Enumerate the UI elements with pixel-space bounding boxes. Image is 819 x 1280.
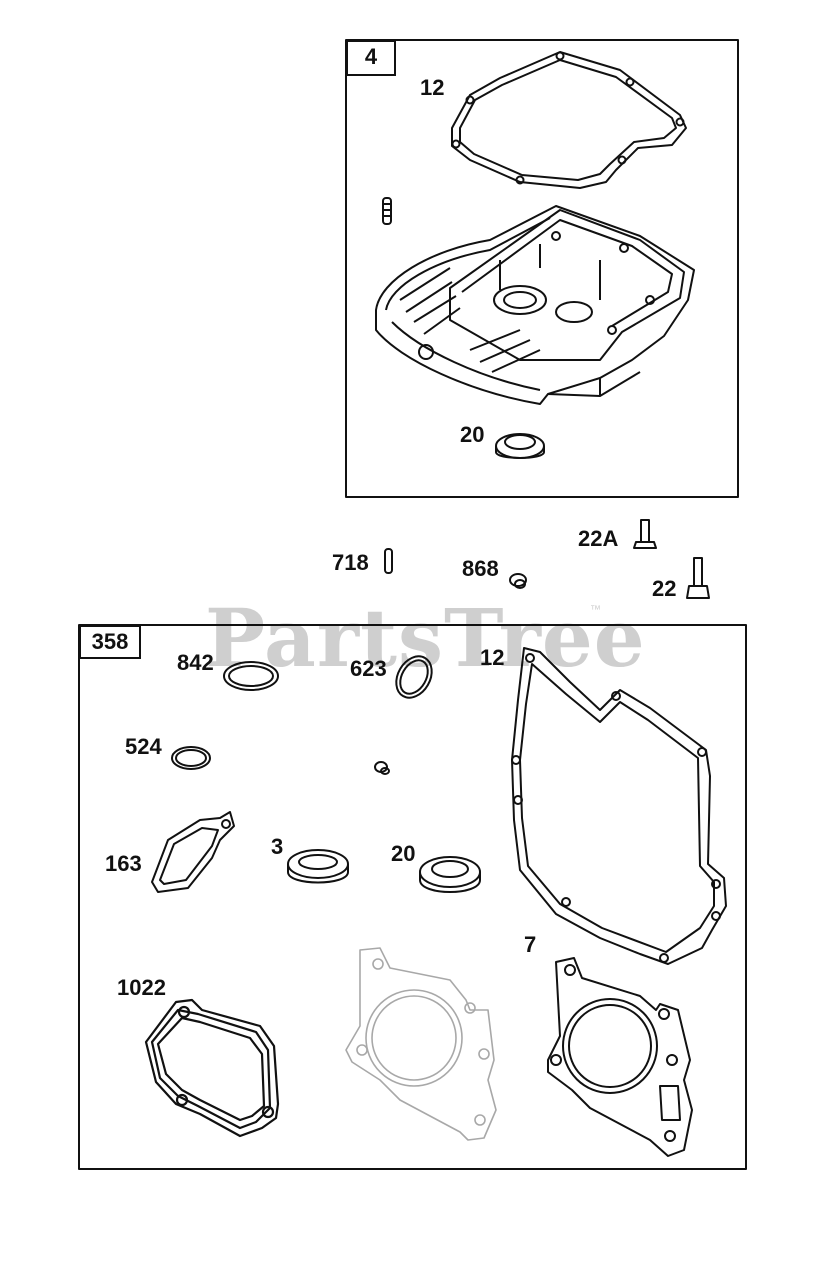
bolt-22A-art xyxy=(633,519,657,549)
plug-868-art xyxy=(509,573,527,589)
oil-seal-20-kit-art xyxy=(419,856,481,893)
callout-868[interactable]: 868 xyxy=(462,556,499,581)
callout-12-kit[interactable]: 12 xyxy=(480,645,505,670)
callout-718[interactable]: 718 xyxy=(332,550,369,575)
kit-plug-art xyxy=(374,761,390,775)
callout-163[interactable]: 163 xyxy=(105,851,142,876)
callout-22A[interactable]: 22A xyxy=(578,526,619,551)
callout-623[interactable]: 623 xyxy=(350,656,387,681)
watermark-trademark: ™ xyxy=(590,604,601,616)
watermark: PartsTree xyxy=(205,591,646,685)
gasket-163-art xyxy=(151,811,235,893)
assembly-box-4-frame xyxy=(345,39,739,498)
gasket-12-top-art xyxy=(451,51,687,189)
bolt-22-art xyxy=(686,557,710,599)
o-ring-623-art xyxy=(395,655,433,699)
callout-842[interactable]: 842 xyxy=(177,650,214,675)
dowel-pin-art xyxy=(382,197,392,225)
seal-3-art xyxy=(287,849,349,884)
gasket-kit-box-358-label[interactable]: 358 xyxy=(79,625,141,659)
assembly-box-4-label[interactable]: 4 xyxy=(346,40,396,76)
callout-524[interactable]: 524 xyxy=(125,734,162,759)
gasket-12-kit-art xyxy=(511,647,727,965)
oil-seal-20-top-art xyxy=(495,433,545,459)
o-ring-524-art xyxy=(171,746,211,770)
callout-20-top[interactable]: 20 xyxy=(460,422,485,447)
head-gasket-faint-art xyxy=(345,947,497,1141)
gasket-1022-art xyxy=(144,998,280,1138)
callout-3[interactable]: 3 xyxy=(271,834,284,859)
callout-20-kit[interactable]: 20 xyxy=(391,841,416,866)
gasket-kit-box-358-frame xyxy=(78,624,747,1170)
callout-7[interactable]: 7 xyxy=(524,932,537,957)
callout-22[interactable]: 22 xyxy=(652,576,677,601)
o-ring-842-art xyxy=(223,661,279,691)
callout-12-top[interactable]: 12 xyxy=(420,75,445,100)
callout-1022[interactable]: 1022 xyxy=(117,975,166,1000)
head-gasket-7-art xyxy=(547,957,693,1157)
pin-718-art xyxy=(384,548,393,574)
crankcase-cover-art xyxy=(375,205,695,405)
